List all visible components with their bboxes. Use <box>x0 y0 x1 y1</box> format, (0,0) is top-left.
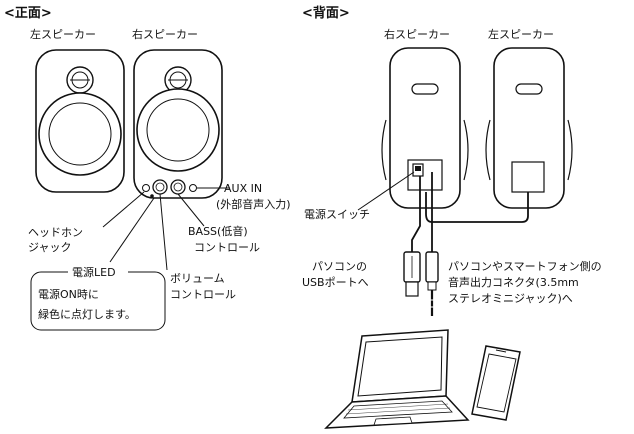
audio-output-label-1: パソコンやスマートフォン側の <box>448 260 602 273</box>
laptop-icon <box>324 329 470 429</box>
usb-plug <box>403 251 421 297</box>
volume-control-label-2: コントロール <box>170 288 236 301</box>
headphone-jack-label-1: ヘッドホン <box>28 226 83 239</box>
audio-plug <box>425 251 439 316</box>
power-led <box>150 194 154 198</box>
volume-knob[interactable] <box>152 179 168 195</box>
audio-output-label-3: ステレオミニジャック)へ <box>448 292 573 305</box>
audio-output-label-2: 音声出力コネクタ(3.5mm <box>448 275 579 289</box>
cables <box>411 172 529 252</box>
power-switch-label: 電源スイッチ <box>304 207 370 221</box>
power-led-desc-2: 緑色に点灯します。 <box>38 307 136 321</box>
power-led-desc-1: 電源ON時に <box>38 287 99 301</box>
bass-control-label-2: コントロール <box>194 241 260 254</box>
aux-in-label: AUX IN <box>224 182 262 195</box>
usb-port-label-1: パソコンの <box>312 260 367 273</box>
speaker-input-panel <box>511 161 545 193</box>
back-right-speaker <box>381 47 469 209</box>
back-left-speaker-label: 左スピーカー <box>488 28 554 41</box>
bass-knob[interactable] <box>170 179 186 195</box>
smartphone-icon <box>471 345 521 421</box>
front-right-speaker <box>133 49 223 199</box>
woofer <box>38 92 122 176</box>
power-led-label: 電源LED <box>72 265 116 279</box>
front-right-speaker-label: 右スピーカー <box>132 27 198 41</box>
aux-in-jack[interactable] <box>189 184 197 192</box>
woofer <box>136 88 220 172</box>
back-right-speaker-label: 右スピーカー <box>384 27 450 41</box>
volume-control-label-1: ボリューム <box>170 272 225 285</box>
front-left-speaker <box>35 49 125 193</box>
bass-control-label-1: BASS(低音) <box>188 224 248 238</box>
headphone-jack-label-2: ジャック <box>28 241 71 254</box>
front-left-speaker-label: 左スピーカー <box>30 28 96 41</box>
back-left-speaker <box>485 47 573 209</box>
back-heading: <背面> <box>302 5 350 21</box>
power-led-callout: 電源LED 電源ON時に 緑色に点灯します。 <box>30 265 166 331</box>
usb-port-label-2: USBポートへ <box>302 276 369 289</box>
aux-in-sub-label: (外部音声入力) <box>216 197 291 211</box>
headphone-jack[interactable] <box>142 184 150 192</box>
front-heading: <正面> <box>4 6 52 21</box>
